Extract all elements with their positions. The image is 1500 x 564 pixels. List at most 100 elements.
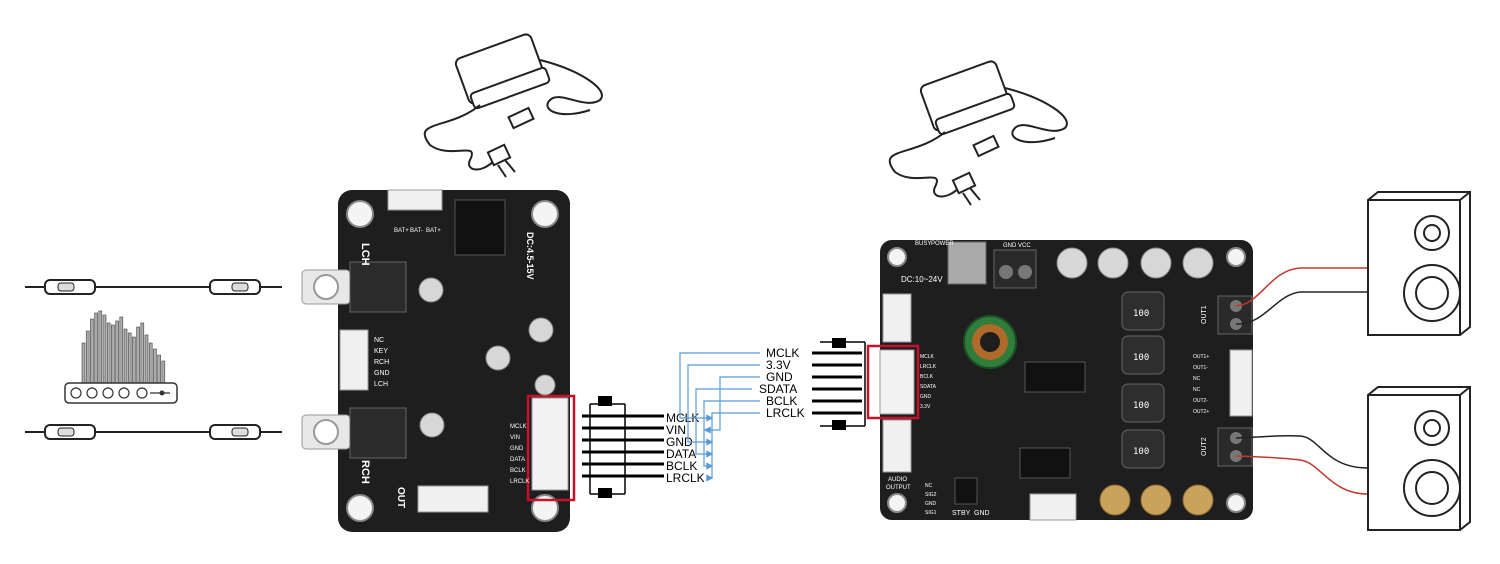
equalizer-bar [106, 322, 111, 384]
output-label: OUTPUT [886, 485, 911, 491]
svg-text:SIG2: SIG2 [925, 492, 937, 498]
right-board: 100 100 100 100 BUSY POWER GND VCC DC [866, 240, 1253, 521]
j16-highlight [526, 394, 576, 502]
top-pin-labels: BAT+ BAT- BAT+ [394, 228, 441, 234]
right-signal-label: BCLK [766, 394, 797, 408]
next-icon [118, 387, 130, 399]
equalizer-bar [127, 332, 132, 384]
equalizer-bar [102, 314, 107, 384]
right-signal-labels: MCLK 3.3V GND SDATA BCLK LRCLK [759, 346, 805, 420]
equalizer-bar [148, 342, 153, 384]
dc-input-label-right: DC:10~24V [901, 275, 943, 284]
lch-label: LCH [359, 243, 371, 266]
equalizer-bar [85, 330, 90, 384]
left-side-pin-labels: NC KEY RCH GND LCH [374, 337, 390, 388]
stby-gnd-label: GND [974, 510, 990, 517]
svg-text:100: 100 [1133, 447, 1149, 457]
right-signal-label: MCLK [766, 346, 799, 360]
svg-text:VIN: VIN [510, 435, 520, 441]
power-adapter-right [888, 60, 1068, 206]
left-ribbon-connector [589, 396, 626, 498]
svg-text:OUT2+: OUT2+ [1193, 409, 1209, 415]
right-signal-label: 3.3V [766, 358, 791, 372]
audio-source-equalizer [64, 310, 178, 404]
out2-label: OUT2 [1201, 437, 1208, 456]
equalizer-bar [81, 342, 86, 384]
svg-text:NC: NC [1193, 376, 1201, 382]
equalizer-bar [136, 326, 140, 384]
svg-text:GND: GND [920, 394, 932, 400]
speaker-bottom [1367, 386, 1471, 531]
equalizer-bar [153, 348, 157, 384]
svg-text:100: 100 [1133, 353, 1149, 363]
rch-label: RCH [359, 460, 371, 484]
svg-text:BAT-: BAT- [410, 228, 423, 234]
svg-text:LRCLK: LRCLK [510, 479, 529, 485]
volume-icon [136, 387, 148, 399]
rca-cable-bottom [25, 424, 282, 440]
mapping-arrow [703, 376, 760, 434]
svg-text:SDATA: SDATA [920, 384, 937, 390]
out-label: OUT [395, 487, 406, 508]
left-signal-label: DATA [666, 447, 696, 461]
stop-icon [86, 387, 98, 399]
pin-label: GND [374, 370, 390, 377]
svg-text:BCLK: BCLK [510, 468, 526, 474]
left-signal-label: LRCLK [666, 471, 705, 485]
pause-icon [70, 387, 82, 399]
svg-text:SIG1: SIG1 [925, 510, 937, 516]
header-pin-labels: MCLK VIN GND DATA BCLK LRCLK [510, 424, 529, 485]
mapping-arrow [708, 412, 760, 480]
right-signal-label: LRCLK [766, 406, 805, 420]
power-adapter-left [423, 33, 603, 178]
equalizer-bar [140, 322, 145, 384]
out1-label: OUT1 [1201, 305, 1208, 324]
busy-label: BUSY [915, 241, 931, 247]
svg-text:OUT1+: OUT1+ [1193, 354, 1209, 360]
equalizer-bar [111, 324, 115, 384]
svg-text:MCLK: MCLK [510, 424, 527, 430]
svg-text:NC: NC [925, 483, 933, 489]
svg-text:BAT+: BAT+ [426, 228, 441, 234]
equalizer-bar [115, 320, 119, 384]
svg-text:100: 100 [1133, 309, 1149, 319]
left-signal-label: BCLK [666, 459, 697, 473]
equalizer-bar [94, 312, 98, 384]
pin-label: LCH [374, 381, 388, 388]
rca-cable-top [25, 279, 282, 295]
svg-text:MCLK: MCLK [920, 354, 935, 360]
left-board: LCH RCH OUT DC:4.5-15V J16 NC KEY RCH GN… [301, 189, 594, 532]
right-ribbon-connector [820, 338, 866, 430]
input-pin-labels: MCLK LRCLK BCLK SDATA GND 3.3V [920, 354, 937, 410]
right-signal-label: SDATA [759, 382, 797, 396]
left-signal-wires [582, 414, 664, 478]
svg-text:BAT+: BAT+ [394, 228, 409, 234]
equalizer-bar [90, 318, 94, 384]
audio-label: AUDIO [888, 477, 907, 483]
stby-label: STBY [952, 510, 971, 517]
pin-label: KEY [374, 348, 388, 355]
inductor-labels: 100 100 100 100 [1133, 309, 1149, 457]
equalizer-bar [132, 336, 136, 384]
svg-text:NC: NC [1193, 387, 1201, 393]
equalizer-bars [81, 310, 166, 384]
mapping-arrow [687, 364, 760, 446]
equalizer-bar [144, 334, 149, 384]
vcc-label: VCC [1018, 243, 1031, 249]
svg-text:BCLK: BCLK [920, 374, 934, 380]
left-signal-labels: MCLK VIN GND DATA BCLK LRCLK [666, 411, 705, 485]
speaker-wires [1235, 267, 1369, 495]
equalizer-bar [123, 328, 128, 384]
pin-label: NC [374, 337, 384, 344]
audio-output-pin-labels: NC SIG2 GND SIG1 [925, 483, 937, 516]
svg-text:GND: GND [510, 446, 524, 452]
equalizer-bar [119, 316, 124, 384]
prev-icon [102, 387, 114, 399]
input-header-highlight [866, 344, 920, 420]
right-signal-wires [812, 351, 862, 415]
svg-text:OUT1-: OUT1- [1193, 365, 1208, 371]
signal-mapping-arrows [679, 352, 760, 480]
svg-text:3.3V: 3.3V [920, 404, 931, 410]
output-pin-labels: OUT1+ OUT1- NC NC OUT2- OUT2+ [1193, 354, 1209, 415]
